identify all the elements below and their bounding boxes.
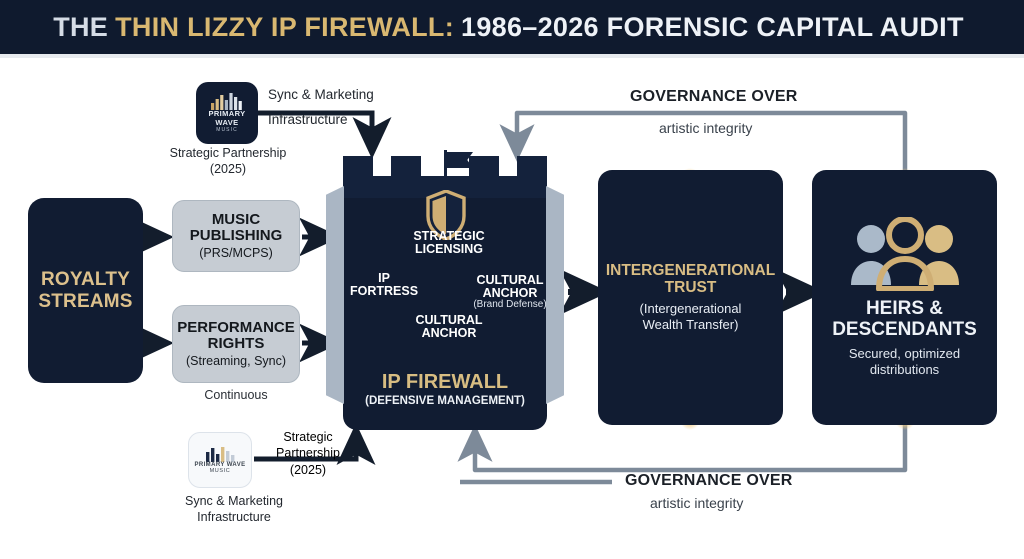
ip-firewall-title-block: IP FIREWALL (DEFENSIVE MANAGEMENT) xyxy=(343,372,547,407)
ip-firewall-title: IP FIREWALL xyxy=(381,371,509,393)
intergenerational-trust-card[interactable]: INTERGENERATIONAL TRUST (Intergeneration… xyxy=(598,170,783,425)
performance-rights-card[interactable]: PERFORMANCE RIGHTS (Streaming, Sync) xyxy=(172,305,300,383)
primary-wave-logo-bottom-music: MUSIC xyxy=(209,468,231,475)
battlement-band xyxy=(343,176,547,198)
people-group-icon xyxy=(850,217,959,292)
governance-bottom-strong: GOVERNANCE OVER xyxy=(625,472,793,489)
cycle-label-cultural-anchor: CULTURAL ANCHOR xyxy=(415,313,483,341)
cycle-label-strategic-licensing: STRATEGIC LICENSING xyxy=(413,229,485,257)
flag-icon xyxy=(447,152,473,168)
performance-rights-footnote: Continuous xyxy=(204,388,268,402)
cycle-label-ip-fortress: IP FORTRESS xyxy=(349,271,419,299)
primary-wave-logo-top-name: PRIMARY WAVE xyxy=(208,109,246,127)
heirs-title: HEIRS & DESCENDANTS xyxy=(832,298,977,340)
performance-rights-subtitle: (Streaming, Sync) xyxy=(185,353,287,368)
trust-title: INTERGENERATIONAL TRUST xyxy=(605,262,776,297)
equalizer-bars-icon xyxy=(211,93,242,111)
primary-wave-logo-top-music: MUSIC xyxy=(216,126,238,133)
primary-wave-logo-bottom[interactable]: PRIMARY WAVE MUSIC xyxy=(188,432,252,488)
title-highlight: THIN LIZZY IP FIREWALL: xyxy=(115,11,455,42)
music-publishing-title: MUSIC PUBLISHING xyxy=(189,211,283,244)
governance-top-strong: GOVERNANCE OVER xyxy=(630,88,798,105)
governance-bottom-light: artistic integrity xyxy=(650,495,744,511)
performance-rights-title: PERFORMANCE RIGHTS xyxy=(177,319,295,352)
flag-pole-icon xyxy=(444,150,447,196)
title-divider xyxy=(0,54,1024,58)
ip-firewall-subtitle: (DEFENSIVE MANAGEMENT) xyxy=(365,395,525,407)
heirs-descendants-card[interactable]: HEIRS & DESCENDANTS Secured, optimized d… xyxy=(812,170,997,425)
primary-wave-logo-top[interactable]: PRIMARY WAVE MUSIC xyxy=(196,82,258,144)
equalizer-bars-icon xyxy=(206,446,235,462)
ip-firewall-fortress[interactable]: STRATEGIC LICENSING IP FORTRESS CULTURAL… xyxy=(325,150,565,430)
partner-top-flow-label-line1: Sync & Marketing xyxy=(268,87,374,102)
partner-bottom-flow-label: Strategic Partnership (2025) xyxy=(276,430,340,477)
title-prefix: THE xyxy=(53,11,109,42)
partner-top-flow-label-line2: Infrastructure xyxy=(268,112,348,127)
fortress-tower-left xyxy=(326,186,344,404)
title-suffix: 1986–2026 FORENSIC CAPITAL AUDIT xyxy=(461,11,964,42)
music-publishing-card[interactable]: MUSIC PUBLISHING (PRS/MCPS) xyxy=(172,200,300,272)
partner-top-caption: Strategic Partnership (2025) xyxy=(169,146,287,176)
heirs-subtitle: Secured, optimized distributions xyxy=(848,346,961,378)
fortress-tower-right xyxy=(546,186,564,404)
primary-wave-logo-bottom-name: PRIMARY WAVE xyxy=(194,461,246,468)
governance-top-light: artistic integrity xyxy=(659,120,753,136)
trust-subtitle: (Intergenerational Wealth Transfer) xyxy=(639,301,742,333)
royalty-streams-label: ROYALTY STREAMS xyxy=(38,268,133,312)
partner-bottom-caption: Sync & Marketing Infrastructure xyxy=(185,494,283,524)
cycle-label-cultural-anchor-brand: CULTURAL ANCHOR (Brand Defense) xyxy=(473,273,547,311)
music-publishing-subtitle: (PRS/MCPS) xyxy=(199,245,273,260)
shield-icon xyxy=(426,190,466,240)
royalty-streams-card[interactable]: ROYALTY STREAMS xyxy=(28,198,143,383)
